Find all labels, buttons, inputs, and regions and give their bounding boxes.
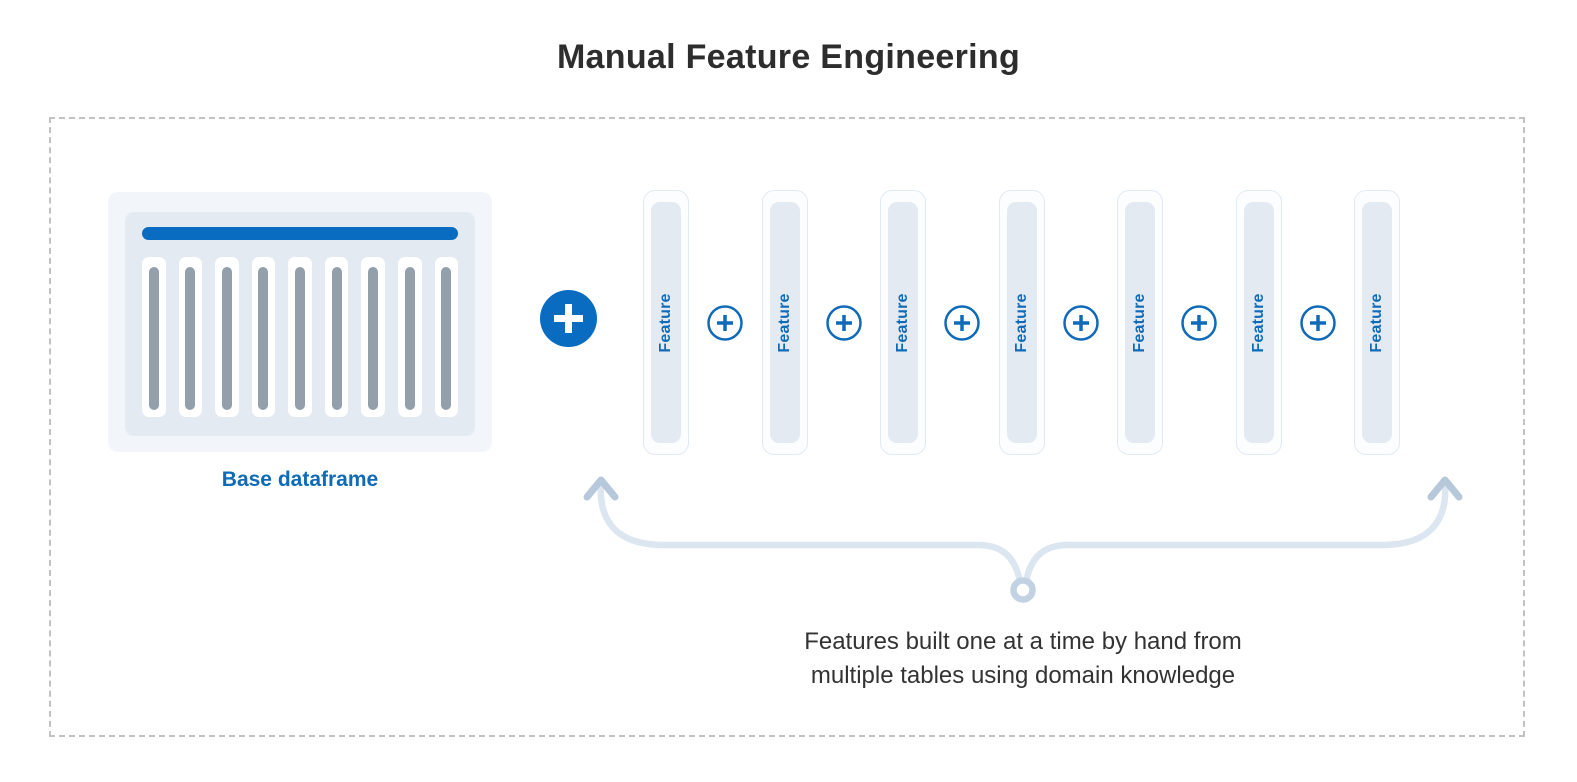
column-data-pill: [221, 267, 232, 410]
dataframe-column: [361, 257, 385, 417]
feature-column: Feature: [1117, 190, 1163, 455]
feature-column-fill: [1362, 202, 1392, 443]
plus-separator: [1163, 304, 1236, 341]
feature-column: Feature: [761, 190, 808, 455]
column-data-pill: [258, 267, 269, 410]
plus-separator: [1282, 304, 1355, 341]
feature-label: Feature: [894, 292, 911, 353]
dataframe-header-bar: [142, 227, 458, 240]
feature-column: Feature: [1354, 190, 1400, 455]
feature-column: Feature: [643, 190, 689, 455]
feature-column: Feature: [880, 190, 926, 455]
feature-label: Feature: [775, 292, 793, 353]
dataframe-column: [434, 257, 459, 417]
dataframe-column: [215, 257, 239, 417]
caption: Features built one at a time by hand fro…: [523, 625, 1523, 693]
dataframe-column: [288, 257, 312, 417]
plus-separator: [926, 304, 999, 341]
diagram-title: Manual Feature Engineering: [556, 38, 1021, 76]
dataframe-column: [251, 257, 276, 417]
add-outline-icon: [944, 304, 980, 341]
add-outline-icon: [1181, 304, 1217, 341]
add-filled-icon: [540, 290, 597, 347]
feature-column-fill: [651, 202, 681, 443]
dataframe-column: [397, 257, 422, 417]
dashed-frame: [49, 117, 1525, 737]
base-dataframe-table: [125, 212, 475, 436]
feature-column-fill: [769, 202, 800, 443]
add-outline-icon: [1063, 304, 1099, 341]
column-data-pill: [295, 267, 306, 410]
column-data-pill: [404, 267, 415, 410]
base-dataframe-card: [108, 192, 492, 452]
feature-column-fill: [888, 202, 918, 443]
feature-label: Feature: [1012, 292, 1030, 353]
plus-separator: [1045, 304, 1118, 341]
caption-line-1: Features built one at a time by hand fro…: [804, 628, 1242, 655]
feature-label: Feature: [657, 292, 674, 353]
features-row: Feature Feature Feature: [643, 190, 1400, 455]
column-data-pill: [185, 267, 196, 410]
dataframe-columns: [142, 257, 459, 417]
base-dataframe-label: Base dataframe: [221, 468, 379, 491]
dataframe-column: [142, 257, 166, 417]
feature-label: Feature: [1131, 292, 1148, 353]
column-data-pill: [441, 267, 452, 410]
column-data-pill: [148, 267, 159, 410]
plus-separator: [689, 304, 762, 341]
add-outline-icon: [826, 304, 862, 341]
dataframe-column: [178, 257, 203, 417]
column-data-pill: [331, 267, 342, 410]
feature-column-fill: [1243, 202, 1274, 443]
feature-column: Feature: [998, 190, 1045, 455]
add-outline-icon: [707, 304, 743, 341]
caption-line-2: multiple tables using domain knowledge: [810, 662, 1236, 689]
feature-column-fill: [1125, 202, 1155, 443]
feature-column: Feature: [1235, 190, 1282, 455]
plus-separator: [808, 304, 881, 341]
feature-label: Feature: [1368, 292, 1385, 353]
add-outline-icon: [1300, 304, 1336, 341]
feature-column-fill: [1006, 202, 1037, 443]
column-data-pill: [368, 267, 379, 410]
feature-label: Feature: [1249, 292, 1267, 353]
dataframe-column: [324, 257, 349, 417]
